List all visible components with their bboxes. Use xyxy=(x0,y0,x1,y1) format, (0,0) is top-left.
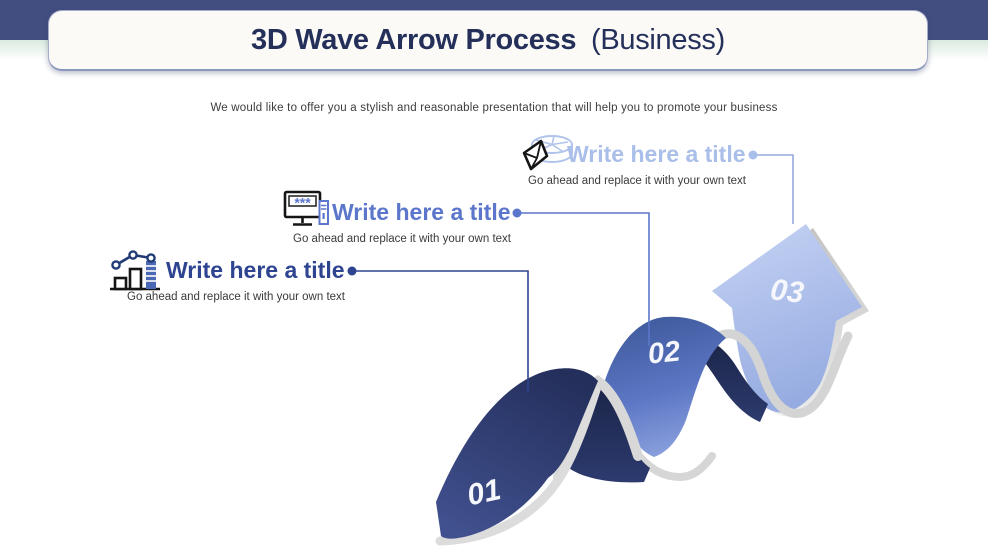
wave-segment-02: 02 xyxy=(602,316,726,457)
wave-edge-crest-2 xyxy=(695,329,853,418)
step-label-03: 03 xyxy=(769,273,806,310)
step-label-02: 02 xyxy=(646,335,681,370)
connector-dot-01 xyxy=(347,266,357,276)
bar-chart-icon xyxy=(110,250,160,291)
connector-dot-03 xyxy=(748,150,758,160)
step-label-01: 01 xyxy=(464,473,504,512)
callout-title-02[interactable]: Write here a title xyxy=(332,199,511,225)
page-title-suffix: (Business) xyxy=(590,23,725,56)
wave-face-02 xyxy=(602,316,726,457)
callout-body-02[interactable]: Go ahead and replace it with your own te… xyxy=(293,233,511,245)
connector-dot-02 xyxy=(512,208,522,218)
pie-chart-cube-icon xyxy=(522,135,573,171)
callout-title-03[interactable]: Write here a title xyxy=(567,141,746,167)
wave-edge-bottom-01 xyxy=(435,385,601,546)
wave-segment-01: 01 xyxy=(436,368,598,539)
callout-body-03[interactable]: Go ahead and replace it with your own te… xyxy=(528,175,746,187)
connector-line-03 xyxy=(757,154,794,224)
connector-lines xyxy=(347,150,794,392)
connector-line-01 xyxy=(356,270,529,392)
connector-line-02 xyxy=(521,212,650,346)
subtitle-text[interactable]: We would like to offer you a stylish and… xyxy=(210,102,778,114)
callout-body-01[interactable]: Go ahead and replace it with your own te… xyxy=(127,291,345,303)
callout-title-01[interactable]: Write here a title xyxy=(166,257,345,283)
wave-underside-2 xyxy=(692,336,768,422)
page-title: 3D Wave Arrow Process (Business) xyxy=(251,24,725,57)
monitor-server-icon: *** xyxy=(283,190,329,226)
title-placeholder[interactable]: 3D Wave Arrow Process (Business) xyxy=(48,10,928,71)
arrow-face xyxy=(712,224,862,413)
wave-face-01 xyxy=(436,368,598,539)
page-title-main: 3D Wave Arrow Process xyxy=(251,23,577,56)
svg-text:***: *** xyxy=(294,195,311,211)
